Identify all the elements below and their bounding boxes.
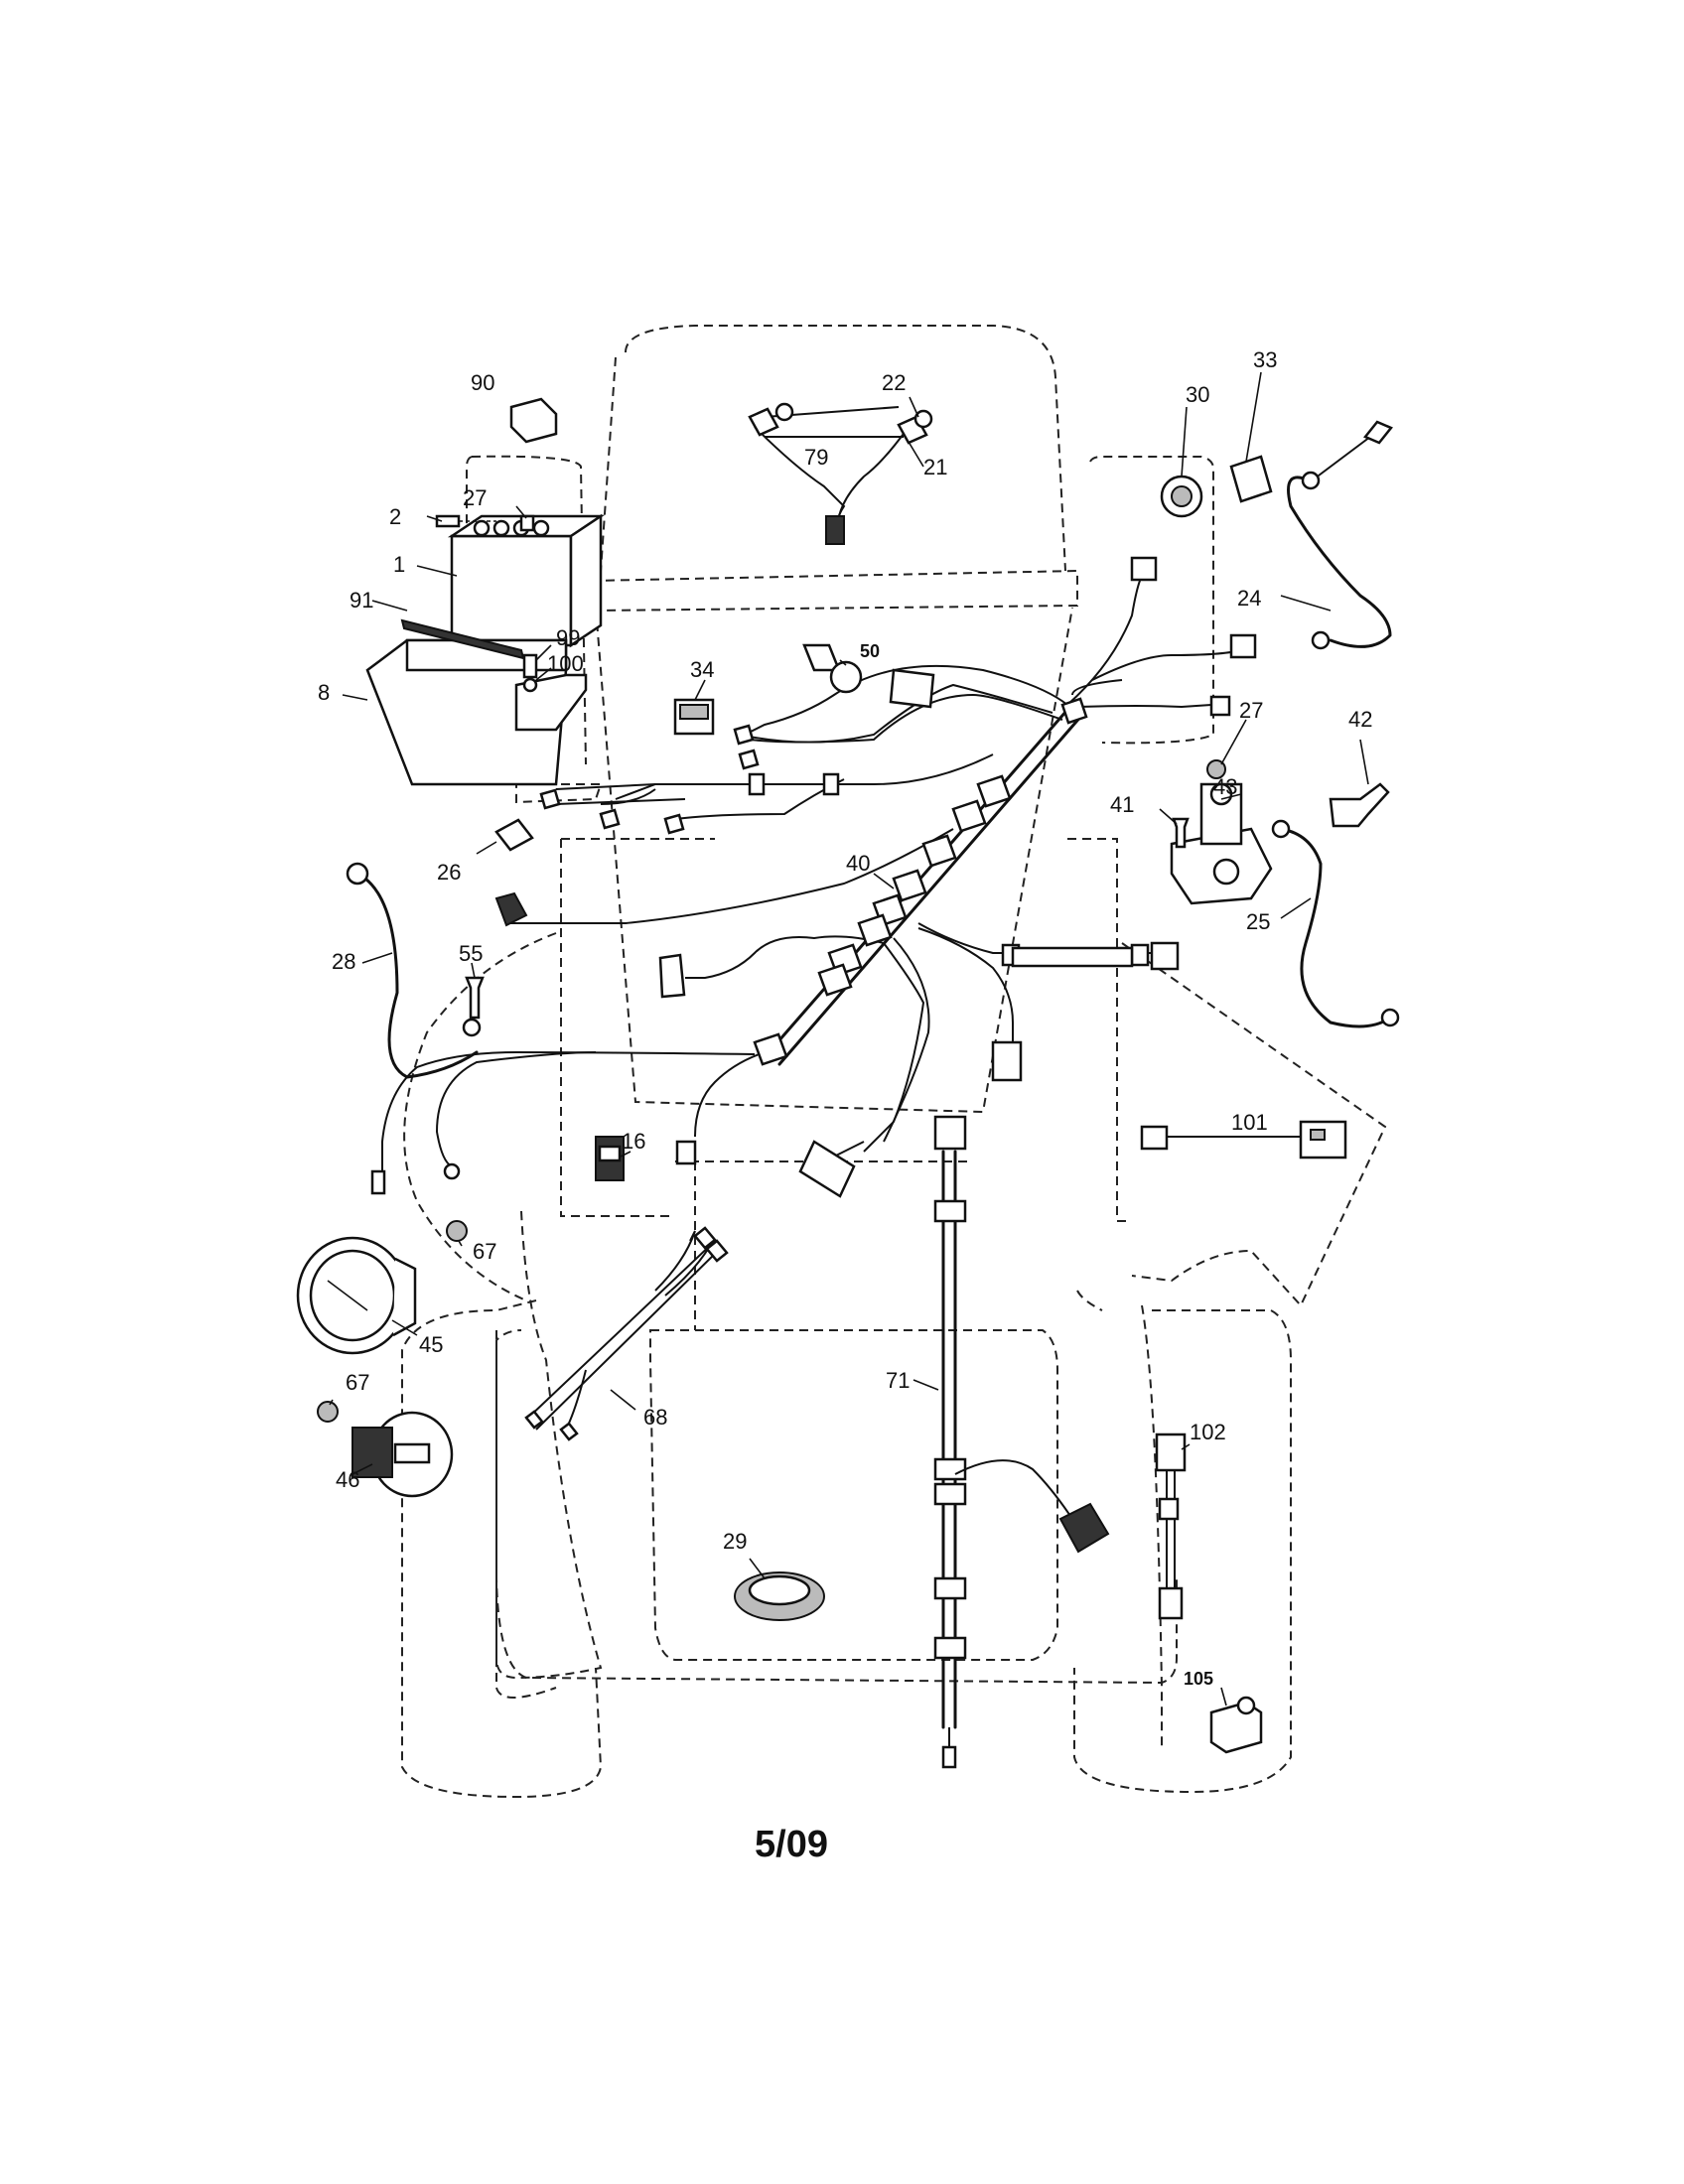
callout-24: 24 <box>1237 586 1261 611</box>
footer-date-code: 5/09 <box>755 1824 828 1865</box>
callout-71: 71 <box>886 1368 910 1393</box>
callout-25: 25 <box>1246 909 1270 934</box>
switch-50 <box>802 643 863 694</box>
callout-21: 21 <box>923 455 947 479</box>
relay-34 <box>673 698 715 736</box>
callout-42: 42 <box>1348 707 1372 732</box>
callout-101: 101 <box>1231 1110 1268 1135</box>
callout-43: 43 <box>1213 774 1237 799</box>
horn-29 <box>734 1571 825 1621</box>
callout-45: 45 <box>419 1332 443 1357</box>
screw-55 <box>465 976 485 1020</box>
callout-28: 28 <box>332 949 355 974</box>
callout-46: 46 <box>336 1467 359 1492</box>
callout-55: 55 <box>459 941 483 966</box>
callout-22: 22 <box>882 370 906 395</box>
switch-105 <box>1209 1696 1263 1754</box>
plug-33 <box>1229 455 1273 503</box>
callout-67-upper: 67 <box>473 1239 496 1264</box>
headlight-harness <box>748 402 933 545</box>
callout-79: 79 <box>804 445 828 470</box>
harness-101 <box>1140 1120 1347 1160</box>
callout-34: 34 <box>690 657 714 682</box>
callout-1: 1 <box>393 552 405 577</box>
main-wiring-harness <box>381 556 1257 1198</box>
nut-27-battery <box>519 514 535 532</box>
callout-102: 102 <box>1190 1420 1226 1444</box>
interlock-switch-16 <box>595 1136 625 1181</box>
callout-16: 16 <box>622 1129 645 1154</box>
callout-68: 68 <box>643 1405 667 1430</box>
leader-lines <box>329 371 1369 1706</box>
callout-29: 29 <box>723 1529 747 1554</box>
callout-40: 40 <box>846 851 870 876</box>
callout-100: 100 <box>547 651 584 676</box>
nut-27-solenoid <box>1206 759 1226 779</box>
callout-33: 33 <box>1253 347 1277 372</box>
bolt-99-100 <box>522 653 538 693</box>
callout-91: 91 <box>350 588 373 613</box>
ignition-switch-30 <box>1160 475 1203 518</box>
part-90 <box>509 397 558 444</box>
nut-67-upper <box>446 1220 468 1242</box>
harness-102 <box>1155 1433 1187 1620</box>
cable-25 <box>1271 819 1400 1028</box>
callout-90: 90 <box>471 370 494 395</box>
callout-50: 50 <box>860 641 880 661</box>
callout-30: 30 <box>1186 382 1209 407</box>
callout-99: 99 <box>556 625 580 650</box>
screw-41 <box>1172 817 1190 849</box>
hour-meter-46 <box>351 1411 454 1498</box>
nut-67-lower <box>317 1401 339 1423</box>
callout-67-lower: 67 <box>346 1370 369 1395</box>
ground-cable-24 <box>1287 420 1394 650</box>
callout-26: 26 <box>437 860 461 885</box>
battery-cable-28 <box>346 862 479 1079</box>
ground-lead <box>462 1018 482 1037</box>
callout-27-solenoid: 27 <box>1239 698 1263 723</box>
callout-105: 105 <box>1184 1669 1213 1689</box>
battery-bolt-2 <box>435 514 496 528</box>
callout-41: 41 <box>1110 792 1134 817</box>
terminal-boot-42 <box>1329 782 1390 828</box>
ammeter-45 <box>296 1236 417 1355</box>
battery-tray-8 <box>365 638 588 786</box>
connector-lower-left <box>370 1162 461 1195</box>
harness-68 <box>524 1226 729 1441</box>
callout-8: 8 <box>318 680 330 705</box>
callout-labels: 90 27 2 1 91 99 100 8 22 79 21 30 33 24 … <box>318 347 1372 1689</box>
harness-71 <box>933 1115 1110 1769</box>
solenoid-43 <box>1170 782 1273 905</box>
fuse-26 <box>494 818 534 852</box>
callout-2: 2 <box>389 504 401 529</box>
callout-27-battery: 27 <box>463 485 487 510</box>
